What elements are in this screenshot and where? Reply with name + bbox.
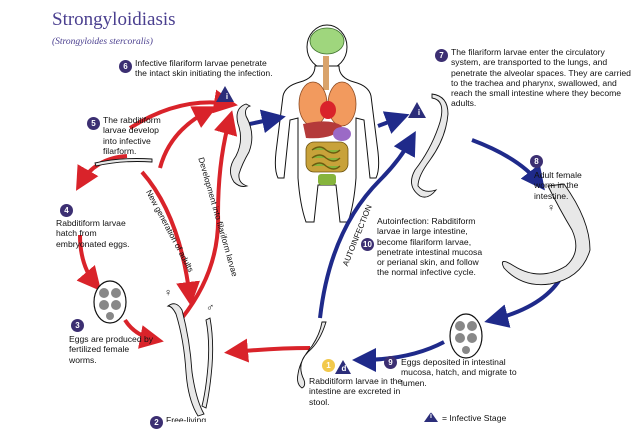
step-number-2: 2 <box>150 416 163 429</box>
step-9-text: Eggs deposited in intestinal mucosa, hat… <box>401 357 517 388</box>
human-organs <box>298 27 357 185</box>
egg-step-9 <box>449 313 483 359</box>
male-symbol: ♂ <box>206 302 215 314</box>
diagram-title: Strongyloidiasis <box>52 9 176 30</box>
step-6-text: Infective filariform larvae penetrate th… <box>135 58 273 79</box>
diagnostic-marker-1-letter: d <box>341 364 347 373</box>
step-3-text: Eggs are produced by fertilized female w… <box>69 334 154 365</box>
adult-female-worm <box>501 183 591 286</box>
step-4-text: Rabditiform larvae hatch from embryonate… <box>56 218 130 249</box>
larva-step-5 <box>94 158 153 167</box>
male-worm-free-living <box>201 317 214 409</box>
infective-marker-7-letter: i <box>417 108 421 117</box>
parasitic-cycle-arrows <box>244 109 566 372</box>
infective-marker-6-letter: i <box>225 92 229 101</box>
egg-step-3 <box>93 280 127 324</box>
infective-marker-6 <box>216 86 234 102</box>
step-number-5: 5 <box>87 117 100 130</box>
step-5-text: The rabditiform larvae develop into infe… <box>103 115 161 156</box>
larva-step-6 <box>230 103 253 187</box>
infective-marker-7 <box>408 102 426 118</box>
infective-marker-legend <box>424 412 438 422</box>
larva-step-1 <box>297 321 327 389</box>
free-living-cycle-arrows <box>75 89 311 363</box>
diagnostic-marker-1 <box>335 360 351 374</box>
step-7-text: The filariform larvae enter the circulat… <box>451 47 631 109</box>
step-2-text: Free-living <box>166 415 207 422</box>
step-number-6: 6 <box>119 60 132 73</box>
legend-infective-stage: = Infective Stage <box>442 413 507 423</box>
step-number-7: 7 <box>435 49 448 62</box>
step-number-3: 3 <box>71 319 84 332</box>
legend-marker-letter: i <box>430 413 432 420</box>
infective-stage-markers <box>216 86 438 422</box>
female-worm-free-living <box>166 303 205 417</box>
larva-step-7 <box>411 93 449 198</box>
step-8-text: Adult female worm in the intestine. <box>534 170 582 201</box>
worm-drawings <box>94 93 591 417</box>
step-number-10: 10 <box>361 238 374 251</box>
step-number-4: 4 <box>60 204 73 217</box>
step-10-text: Autoinfection: Rabditiform larvae in lar… <box>377 216 483 278</box>
step-number-9: 9 <box>384 356 397 369</box>
female-symbol-adult: ♀ <box>547 202 556 214</box>
diagram-subtitle: (Strongyloides stercoralis) <box>52 37 153 47</box>
step-number-1: 1 <box>322 359 335 372</box>
step-1-text: Rabditiform larvae in the intestine are … <box>309 376 403 407</box>
step-number-8: 8 <box>530 155 543 168</box>
female-symbol: ♀ <box>164 287 173 299</box>
